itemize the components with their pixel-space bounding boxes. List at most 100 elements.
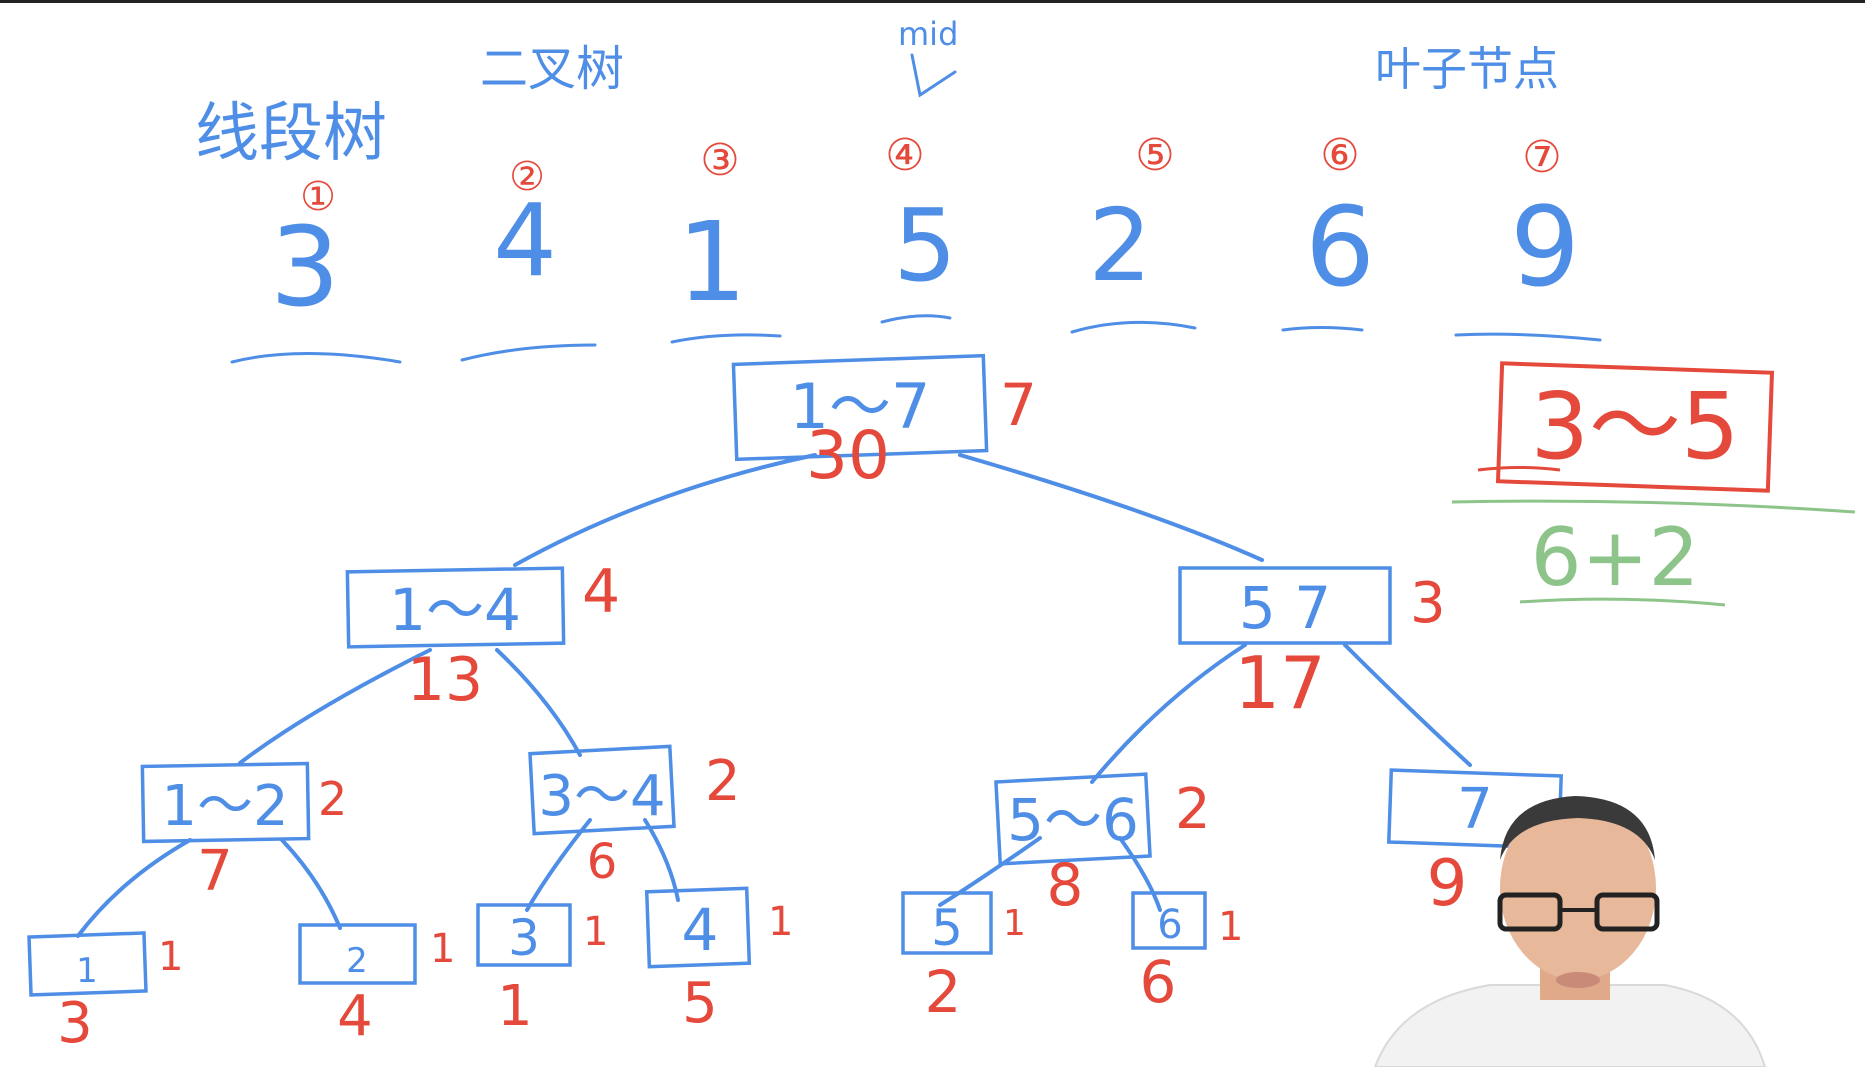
node-sum-r: 17 xyxy=(1234,641,1326,725)
node-sum-l: 13 xyxy=(407,645,483,715)
array-index: ⑦ xyxy=(1522,132,1561,183)
tree-edge xyxy=(1090,643,1247,784)
node-range-lr: 3～4 xyxy=(538,764,665,829)
underline xyxy=(1281,326,1364,332)
node-len-l: 4 xyxy=(582,557,620,627)
array-value: 9 xyxy=(1510,183,1580,311)
tree-node-lengths: 7 4 3 2 2 2 1 1 1 1 1 1 xyxy=(158,371,1446,980)
tree-edge xyxy=(495,648,582,757)
result-underline xyxy=(1519,597,1726,607)
node-len-n2: 1 xyxy=(430,926,455,972)
query-box xyxy=(1495,361,1775,493)
node-box-n6 xyxy=(1131,891,1207,950)
node-sum-n3: 1 xyxy=(497,974,533,1039)
node-sum-n2: 4 xyxy=(337,984,373,1049)
node-sum-n4: 5 xyxy=(682,971,718,1036)
tree-edge xyxy=(958,453,1264,562)
node-sum-lr: 6 xyxy=(587,834,618,890)
node-len-n3: 1 xyxy=(583,909,608,955)
node-box-n1 xyxy=(27,931,148,997)
node-range-ll: 1～2 xyxy=(161,774,288,839)
node-len-ll: 2 xyxy=(318,772,347,826)
underline xyxy=(1454,332,1602,342)
node-range-n6: 6 xyxy=(1157,902,1182,948)
node-sum-ll: 7 xyxy=(197,839,233,904)
node-len-lr: 2 xyxy=(705,749,741,814)
node-sum-n6: 6 xyxy=(1140,948,1177,1016)
node-len-n4: 1 xyxy=(768,899,793,945)
presenter-hair xyxy=(1500,796,1655,860)
mid-label: mid xyxy=(898,15,958,53)
array-indices: ① ② ③ ④ ⑤ ⑥ ⑦ xyxy=(300,130,1562,220)
array-index: ④ xyxy=(885,130,924,181)
tree-edge xyxy=(513,453,817,567)
underline xyxy=(670,333,782,344)
tree-edge xyxy=(238,648,432,765)
underline xyxy=(460,343,597,362)
node-range-r: 5 7 xyxy=(1239,574,1331,642)
node-box-lr xyxy=(528,744,676,836)
result-divider xyxy=(1451,499,1856,514)
node-box-n3 xyxy=(476,903,572,967)
node-box-n5 xyxy=(901,891,993,955)
tree-edge xyxy=(1343,643,1472,767)
node-box-l xyxy=(345,566,566,649)
node-sum-rl: 8 xyxy=(1047,851,1084,919)
node-len-root: 7 xyxy=(1000,371,1037,439)
node-len-rl: 2 xyxy=(1175,777,1211,842)
node-len-n6: 1 xyxy=(1218,904,1243,950)
node-range-rr: 7 xyxy=(1457,777,1493,842)
node-box-ll xyxy=(140,761,311,844)
array-value: 5 xyxy=(893,187,957,304)
array-index: ⑥ xyxy=(1320,130,1359,181)
presenter-mouth xyxy=(1556,972,1600,988)
mid-arrow xyxy=(910,53,957,98)
node-sum-n5: 2 xyxy=(925,958,962,1026)
array-index: ② xyxy=(509,154,545,200)
underline xyxy=(880,314,952,324)
tree-node-sums: 30 13 17 7 6 8 9 3 4 1 5 2 6 xyxy=(57,417,1467,1056)
query-range: 3～5 xyxy=(1530,373,1739,480)
node-range-root: 1～7 xyxy=(790,370,931,443)
node-len-n5: 1 xyxy=(1003,903,1026,944)
tree-edge xyxy=(76,838,192,938)
title-binary-tree: 二叉树 xyxy=(480,41,624,97)
array-values: 3 4 1 5 2 6 9 xyxy=(270,182,1580,331)
node-range-n2: 2 xyxy=(346,941,368,981)
array-index: ⑤ xyxy=(1135,130,1174,181)
node-range-rl: 5～6 xyxy=(1007,786,1139,854)
node-range-n5: 5 xyxy=(931,899,963,957)
underline xyxy=(230,352,402,364)
node-len-n1: 1 xyxy=(158,934,183,980)
tree-edge xyxy=(643,818,680,902)
presenter-webcam xyxy=(1373,796,1767,1067)
title-segment-tree: 线段树 xyxy=(195,97,387,171)
array-value: 2 xyxy=(1088,187,1152,304)
tree-node-boxes xyxy=(27,353,1564,997)
node-sum-n1: 3 xyxy=(57,991,93,1056)
tree-node-ranges: 1～7 1～4 5 7 1～2 3～4 5～6 7 1 2 3 4 5 6 xyxy=(76,370,1493,991)
array-index: ③ xyxy=(700,135,739,186)
array-value: 1 xyxy=(677,198,747,326)
node-box-n4 xyxy=(644,886,752,969)
node-range-l: 1～4 xyxy=(389,576,521,644)
node-sum-rr: 9 xyxy=(1427,847,1468,921)
underline xyxy=(1070,320,1197,334)
node-box-rl xyxy=(994,772,1152,866)
array-value: 3 xyxy=(270,203,340,331)
presenter-face xyxy=(1500,796,1656,980)
node-len-r: 3 xyxy=(1410,571,1446,636)
top-border xyxy=(0,0,1865,3)
tree-edge xyxy=(1118,836,1162,912)
node-range-n4: 4 xyxy=(682,896,719,964)
node-box-n2 xyxy=(298,923,417,985)
query-result: 6+2 xyxy=(1531,511,1700,604)
array-value: 4 xyxy=(493,182,557,299)
array-underlines xyxy=(230,314,1602,364)
array-index: ① xyxy=(300,174,336,220)
node-range-n3: 3 xyxy=(508,909,540,967)
node-box-root xyxy=(731,353,989,462)
node-sum-root: 30 xyxy=(806,417,890,494)
array-value: 6 xyxy=(1305,183,1375,311)
